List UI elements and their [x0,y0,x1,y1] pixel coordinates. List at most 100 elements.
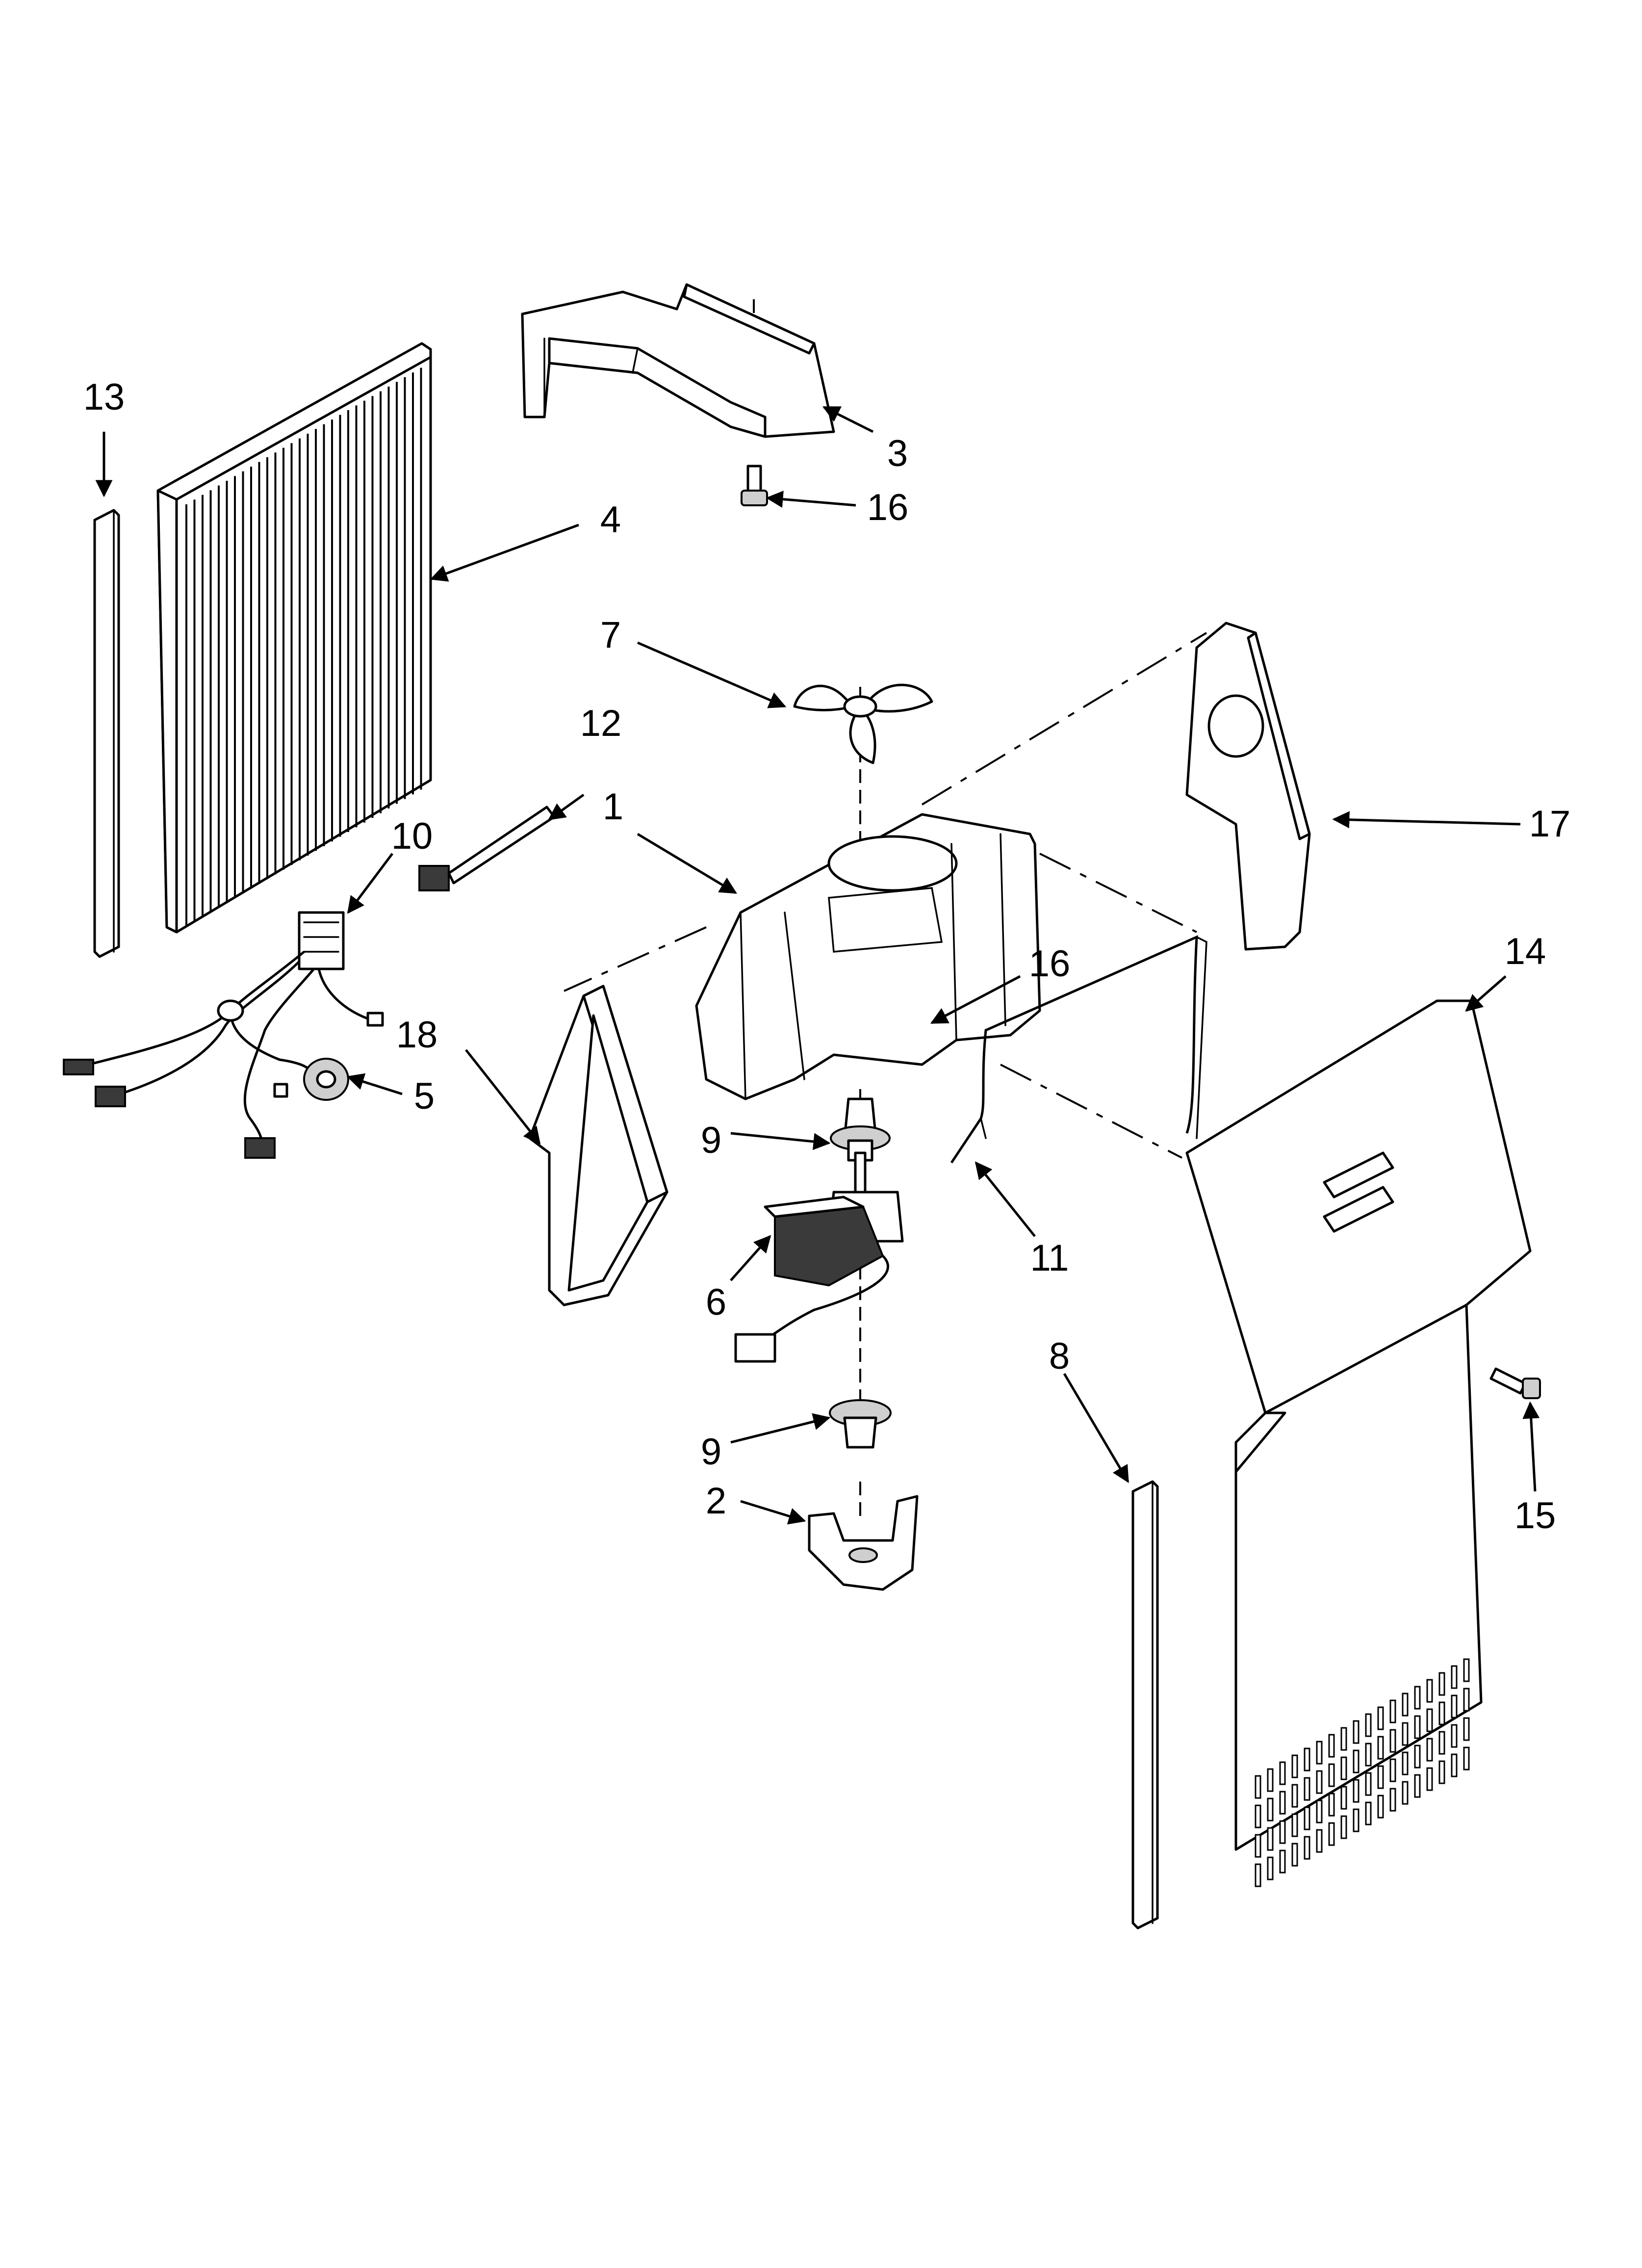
part-5-grommet [303,1058,349,1101]
vent-slot [1267,1856,1274,1880]
callout-18: 18 [396,1014,438,1056]
vent-slot [1402,1751,1409,1775]
callout-11: 11 [1030,1237,1069,1279]
part-2-motor-bracket [808,1495,919,1591]
vent-slot [1255,1804,1261,1828]
part-9-bushing-lower [829,1399,892,1449]
vent-slot [1377,1765,1384,1789]
callout-9-lower: 9 [701,1431,721,1473]
leader-lines [95,406,1540,1525]
vent-slot [1340,1727,1347,1751]
vent-slot [1438,1701,1445,1725]
vent-slot [1291,1843,1298,1867]
callout-labels: 13 4 3 16 7 12 1 10 17 16 14 18 5 9 11 6… [83,376,1571,1537]
callout-5: 5 [414,1075,435,1117]
vent-slot [1291,1784,1298,1808]
part-15-screw [1489,1367,1541,1399]
vent-slot [1377,1795,1384,1819]
vent-slot [1389,1729,1396,1753]
vent-slot [1316,1770,1323,1794]
part-16-screw-top [741,465,768,506]
vent-slot [1377,1706,1384,1730]
vent-slot [1267,1768,1274,1792]
callout-13: 13 [83,376,125,418]
callout-1: 1 [603,786,623,828]
vent-slot [1304,1806,1310,1830]
vent-slot [1463,1658,1470,1682]
vent-slot [1353,1749,1360,1773]
vent-slot [1377,1736,1384,1760]
vent-slot [1291,1813,1298,1837]
part-17-side-bracket [1185,622,1311,951]
vent-slot [1426,1767,1433,1791]
vent-slot [1279,1761,1286,1785]
vent-slot [1316,1741,1323,1765]
vent-slot [1451,1665,1458,1689]
part-8-seal-strip [1131,1480,1159,1929]
callout-16-middle: 16 [1029,943,1071,985]
vent-slot [1389,1758,1396,1782]
callout-6: 6 [706,1281,726,1323]
vent-slot [1426,1708,1433,1732]
vent-slot [1451,1694,1458,1719]
vent-slot [1438,1731,1445,1755]
vent-slot [1451,1724,1458,1748]
vent-slot [1304,1836,1310,1860]
vent-slot [1365,1772,1372,1796]
vent-slot [1463,1747,1470,1771]
vent-slot [1291,1754,1298,1778]
vent-slot [1414,1715,1421,1739]
part-1-fan-housing [695,813,1041,1100]
vent-slot [1389,1788,1396,1812]
vent-slot [1316,1829,1323,1853]
callout-8: 8 [1049,1335,1070,1377]
vent-slot [1353,1808,1360,1832]
part-12-cable-tie [418,806,556,891]
part-13-seal-strip [93,509,120,958]
vent-slot [1340,1756,1347,1780]
callout-3: 3 [887,433,908,474]
callout-12: 12 [580,703,622,744]
vent-slot [1255,1863,1261,1887]
vent-slot [1279,1820,1286,1844]
vent-slot [1389,1699,1396,1723]
vent-slot [1414,1745,1421,1769]
vent-slot [1426,1679,1433,1703]
vent-slot [1402,1722,1409,1746]
vent-slot [1414,1774,1421,1798]
vent-slot [1426,1738,1433,1762]
vent-slot [1353,1779,1360,1803]
callout-2: 2 [706,1480,726,1522]
callout-7: 7 [600,614,621,656]
vent-slot [1267,1827,1274,1851]
callout-15: 15 [1514,1495,1556,1537]
vent-slot [1328,1793,1335,1817]
vent-slot [1451,1753,1458,1777]
part-4-cover-panel [156,342,432,934]
callout-9-upper: 9 [701,1120,721,1161]
vent-slot [1255,1775,1261,1799]
part-3-air-duct [521,283,835,438]
vent-slot [1402,1781,1409,1805]
part-7-fan-blade [793,683,933,764]
callout-10: 10 [391,815,433,857]
vent-slot [1438,1672,1445,1696]
vent-slot [1328,1734,1335,1758]
vent-slot [1365,1801,1372,1825]
vent-slot [1340,1786,1347,1810]
callout-16-top: 16 [867,487,909,528]
vent-slot [1316,1799,1323,1824]
vent-slot [1463,1717,1470,1741]
vent-slot [1463,1688,1470,1712]
part-9-bushing-upper [830,1097,891,1162]
vent-slot [1402,1693,1409,1717]
part-6-fan-motor [734,1151,904,1363]
vent-slot [1279,1850,1286,1874]
vent-slot [1304,1747,1310,1772]
vent-slot [1340,1815,1347,1839]
vent-slot [1414,1686,1421,1710]
vent-slot [1279,1791,1286,1815]
vent-slot [1304,1777,1310,1801]
vent-slot [1438,1760,1445,1784]
